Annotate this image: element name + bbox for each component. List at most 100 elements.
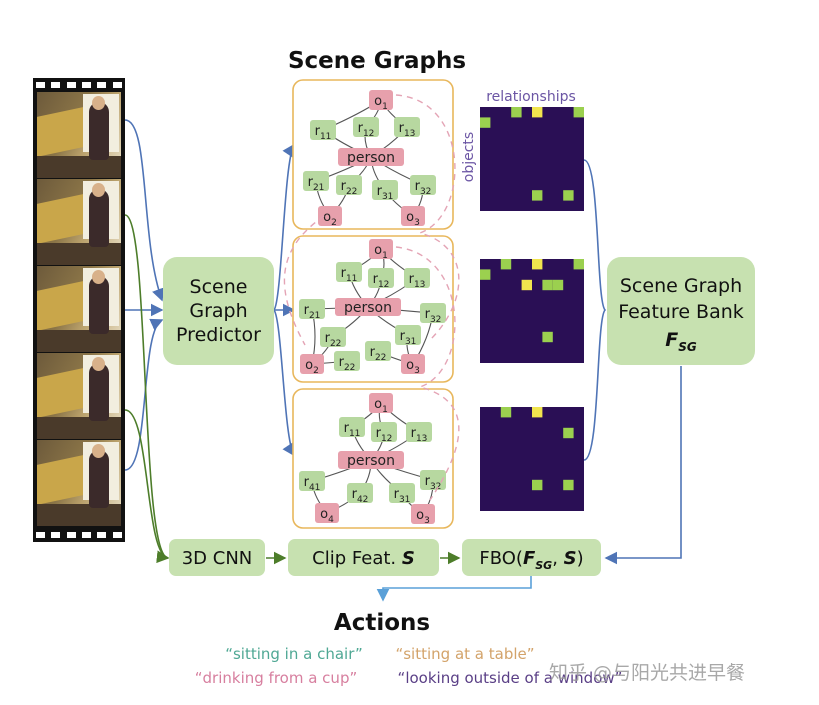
node-label: r11 bbox=[344, 421, 361, 439]
object-node: o1 bbox=[369, 239, 393, 261]
film-sprockets-bottom bbox=[33, 529, 125, 541]
node-label: r21 bbox=[308, 175, 325, 193]
node-label: r22 bbox=[341, 179, 358, 197]
relation-node: r21 bbox=[303, 171, 329, 193]
node-label: r31 bbox=[400, 329, 417, 347]
action-label: “sitting in a chair” bbox=[225, 645, 363, 663]
action-label: “looking outside of a window” bbox=[398, 669, 623, 687]
objects-axis-label: objects bbox=[461, 132, 477, 182]
relation-node: r22 bbox=[320, 327, 346, 349]
node-label: r22 bbox=[325, 331, 342, 349]
relation-node: r22 bbox=[334, 351, 360, 373]
object-node: person bbox=[338, 148, 404, 166]
matrix-cell bbox=[552, 279, 564, 291]
node-label: o3 bbox=[416, 508, 430, 526]
relation-node: r11 bbox=[339, 417, 365, 439]
clip-feature-label: Clip Feat. S bbox=[312, 548, 415, 569]
connector-arrows bbox=[124, 119, 682, 602]
node-label: o3 bbox=[406, 210, 420, 228]
relation-node: r22 bbox=[365, 341, 391, 363]
relation-node: r32 bbox=[420, 303, 446, 325]
node-label: person bbox=[347, 150, 395, 166]
scene-graph-predictor-box: Scene Graph Predictor bbox=[163, 257, 274, 365]
brace-matrices-to-bank bbox=[583, 159, 607, 461]
matrix-cell bbox=[480, 117, 491, 128]
node-label: r32 bbox=[425, 474, 442, 492]
object-node: o1 bbox=[369, 393, 393, 415]
video-frame-4 bbox=[37, 353, 121, 439]
relation-node: r11 bbox=[310, 120, 336, 142]
relation-node: r32 bbox=[410, 175, 436, 197]
predictor-label-line-3: Predictor bbox=[176, 324, 261, 346]
matrix-cell bbox=[563, 479, 574, 491]
relation-node: r12 bbox=[353, 117, 379, 139]
node-label: r12 bbox=[376, 426, 393, 444]
relation-node: r11 bbox=[336, 262, 362, 284]
node-label: r13 bbox=[409, 272, 426, 290]
relation-node: r12 bbox=[371, 422, 397, 444]
matrix-cell bbox=[500, 259, 512, 270]
feature-matrix bbox=[480, 259, 584, 363]
matrix-cell bbox=[563, 190, 574, 201]
scene-graph-feature-bank-box: Scene Graph Feature Bank FSG bbox=[607, 257, 755, 365]
actions-title: Actions bbox=[334, 610, 430, 636]
relation-node: r22 bbox=[336, 175, 362, 197]
arrow-frames-to-predictor bbox=[124, 119, 165, 302]
node-label: r13 bbox=[411, 426, 428, 444]
node-label: r12 bbox=[373, 272, 390, 290]
node-label: person bbox=[347, 453, 395, 469]
matrix-cell bbox=[532, 107, 543, 118]
object-node: o2 bbox=[318, 206, 342, 228]
feature-matrices bbox=[480, 107, 584, 511]
matrix-cell bbox=[573, 259, 584, 270]
video-frame-5 bbox=[37, 440, 121, 526]
arrow-frames-to-cnn bbox=[124, 214, 170, 564]
node-label: r41 bbox=[304, 475, 321, 493]
arrow-frames-to-cnn bbox=[124, 409, 169, 559]
node-label: o2 bbox=[305, 358, 319, 376]
object-node: o2 bbox=[300, 354, 324, 376]
node-label: person bbox=[344, 300, 392, 316]
relation-node: r42 bbox=[347, 483, 373, 505]
video-filmstrip bbox=[33, 78, 125, 542]
action-label: “drinking from a cup” bbox=[195, 669, 357, 687]
predictor-label-line-1: Scene bbox=[190, 276, 248, 298]
feature-matrix bbox=[480, 407, 584, 511]
relation-node: r13 bbox=[404, 268, 430, 290]
arrow-bank-to-fbo bbox=[604, 366, 682, 565]
object-node: o1 bbox=[369, 90, 393, 112]
arrow-predictor-to-graph-3 bbox=[273, 309, 295, 457]
bank-symbol: FSG bbox=[665, 329, 697, 354]
node-label: r12 bbox=[358, 121, 375, 139]
node-label: r22 bbox=[370, 345, 387, 363]
node-label: r11 bbox=[341, 266, 358, 284]
bank-label-line-2: Feature Bank bbox=[618, 301, 744, 323]
object-node: person bbox=[335, 298, 401, 316]
matrix-cell bbox=[542, 279, 553, 291]
node-label: r31 bbox=[377, 184, 394, 202]
fbo-label: FBO(FSG, S) bbox=[479, 548, 583, 572]
node-label: r32 bbox=[415, 179, 432, 197]
action-labels: “sitting in a chair”“sitting at a table”… bbox=[195, 645, 623, 687]
matrix-cell bbox=[563, 427, 574, 439]
matrix-cell bbox=[532, 259, 543, 270]
node-label: r11 bbox=[315, 124, 332, 142]
watermark-text: 知乎 @与阳光共进早餐 bbox=[549, 662, 745, 684]
node-label: r21 bbox=[304, 303, 321, 321]
node-label: o1 bbox=[374, 94, 388, 112]
relation-node: r41 bbox=[299, 471, 325, 493]
film-sprockets-top bbox=[33, 79, 125, 91]
node-label: r22 bbox=[339, 355, 356, 373]
matrix-cell bbox=[532, 407, 543, 418]
object-node: o4 bbox=[315, 503, 339, 525]
node-label: o3 bbox=[406, 358, 420, 376]
pipeline-fbo-box: FBO(FSG, S) bbox=[462, 539, 601, 576]
pipeline-3d-cnn-box: 3D CNN bbox=[169, 539, 265, 576]
relation-node: r13 bbox=[394, 117, 420, 139]
node-label: o4 bbox=[320, 507, 334, 525]
arrow-fbo-to-actions bbox=[376, 576, 532, 602]
video-frame-1 bbox=[37, 92, 121, 178]
arrow-frames-to-predictor bbox=[124, 318, 164, 471]
matrix-cell bbox=[532, 479, 543, 491]
